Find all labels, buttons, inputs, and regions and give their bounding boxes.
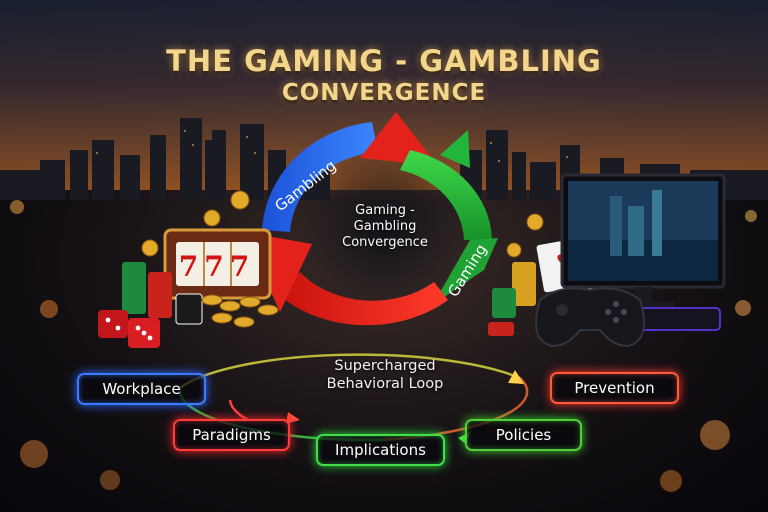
dice-icon xyxy=(98,310,160,348)
poker-chips-icon xyxy=(122,262,536,336)
red-arrow xyxy=(280,272,448,326)
loop-label: Supercharged Behavioral Loop xyxy=(280,357,490,393)
center-line3: Convergence xyxy=(342,235,428,250)
prevention-pill: Prevention xyxy=(550,372,679,404)
green-arrowhead-bottom xyxy=(432,238,498,306)
workplace-pill: Workplace xyxy=(77,373,206,405)
center-shadow xyxy=(300,145,470,315)
implications-pill: Implications xyxy=(316,434,445,466)
cycle-center-label: Gaming - Gambling Convergence xyxy=(320,203,450,251)
slot-reels: 777 xyxy=(179,250,255,283)
gold-coins-icon xyxy=(141,190,544,328)
loop-line1: Supercharged xyxy=(334,358,436,374)
blue-arrow xyxy=(262,122,378,232)
title-line2: CONVERGENCE xyxy=(281,80,487,106)
center-line1: Gaming - xyxy=(355,203,415,218)
green-arrow xyxy=(400,150,492,240)
paradigms-pill: Paradigms xyxy=(173,419,290,451)
center-line2: Gambling xyxy=(353,219,417,234)
green-arrowhead xyxy=(440,130,470,168)
loop-line2: Behavioral Loop xyxy=(326,376,444,392)
policies-pill: Policies xyxy=(465,419,582,451)
slot-machine-icon: 777 xyxy=(163,228,272,300)
title-line1: THE GAMING - GAMBLING xyxy=(166,44,602,78)
game-controller-icon xyxy=(535,287,645,348)
